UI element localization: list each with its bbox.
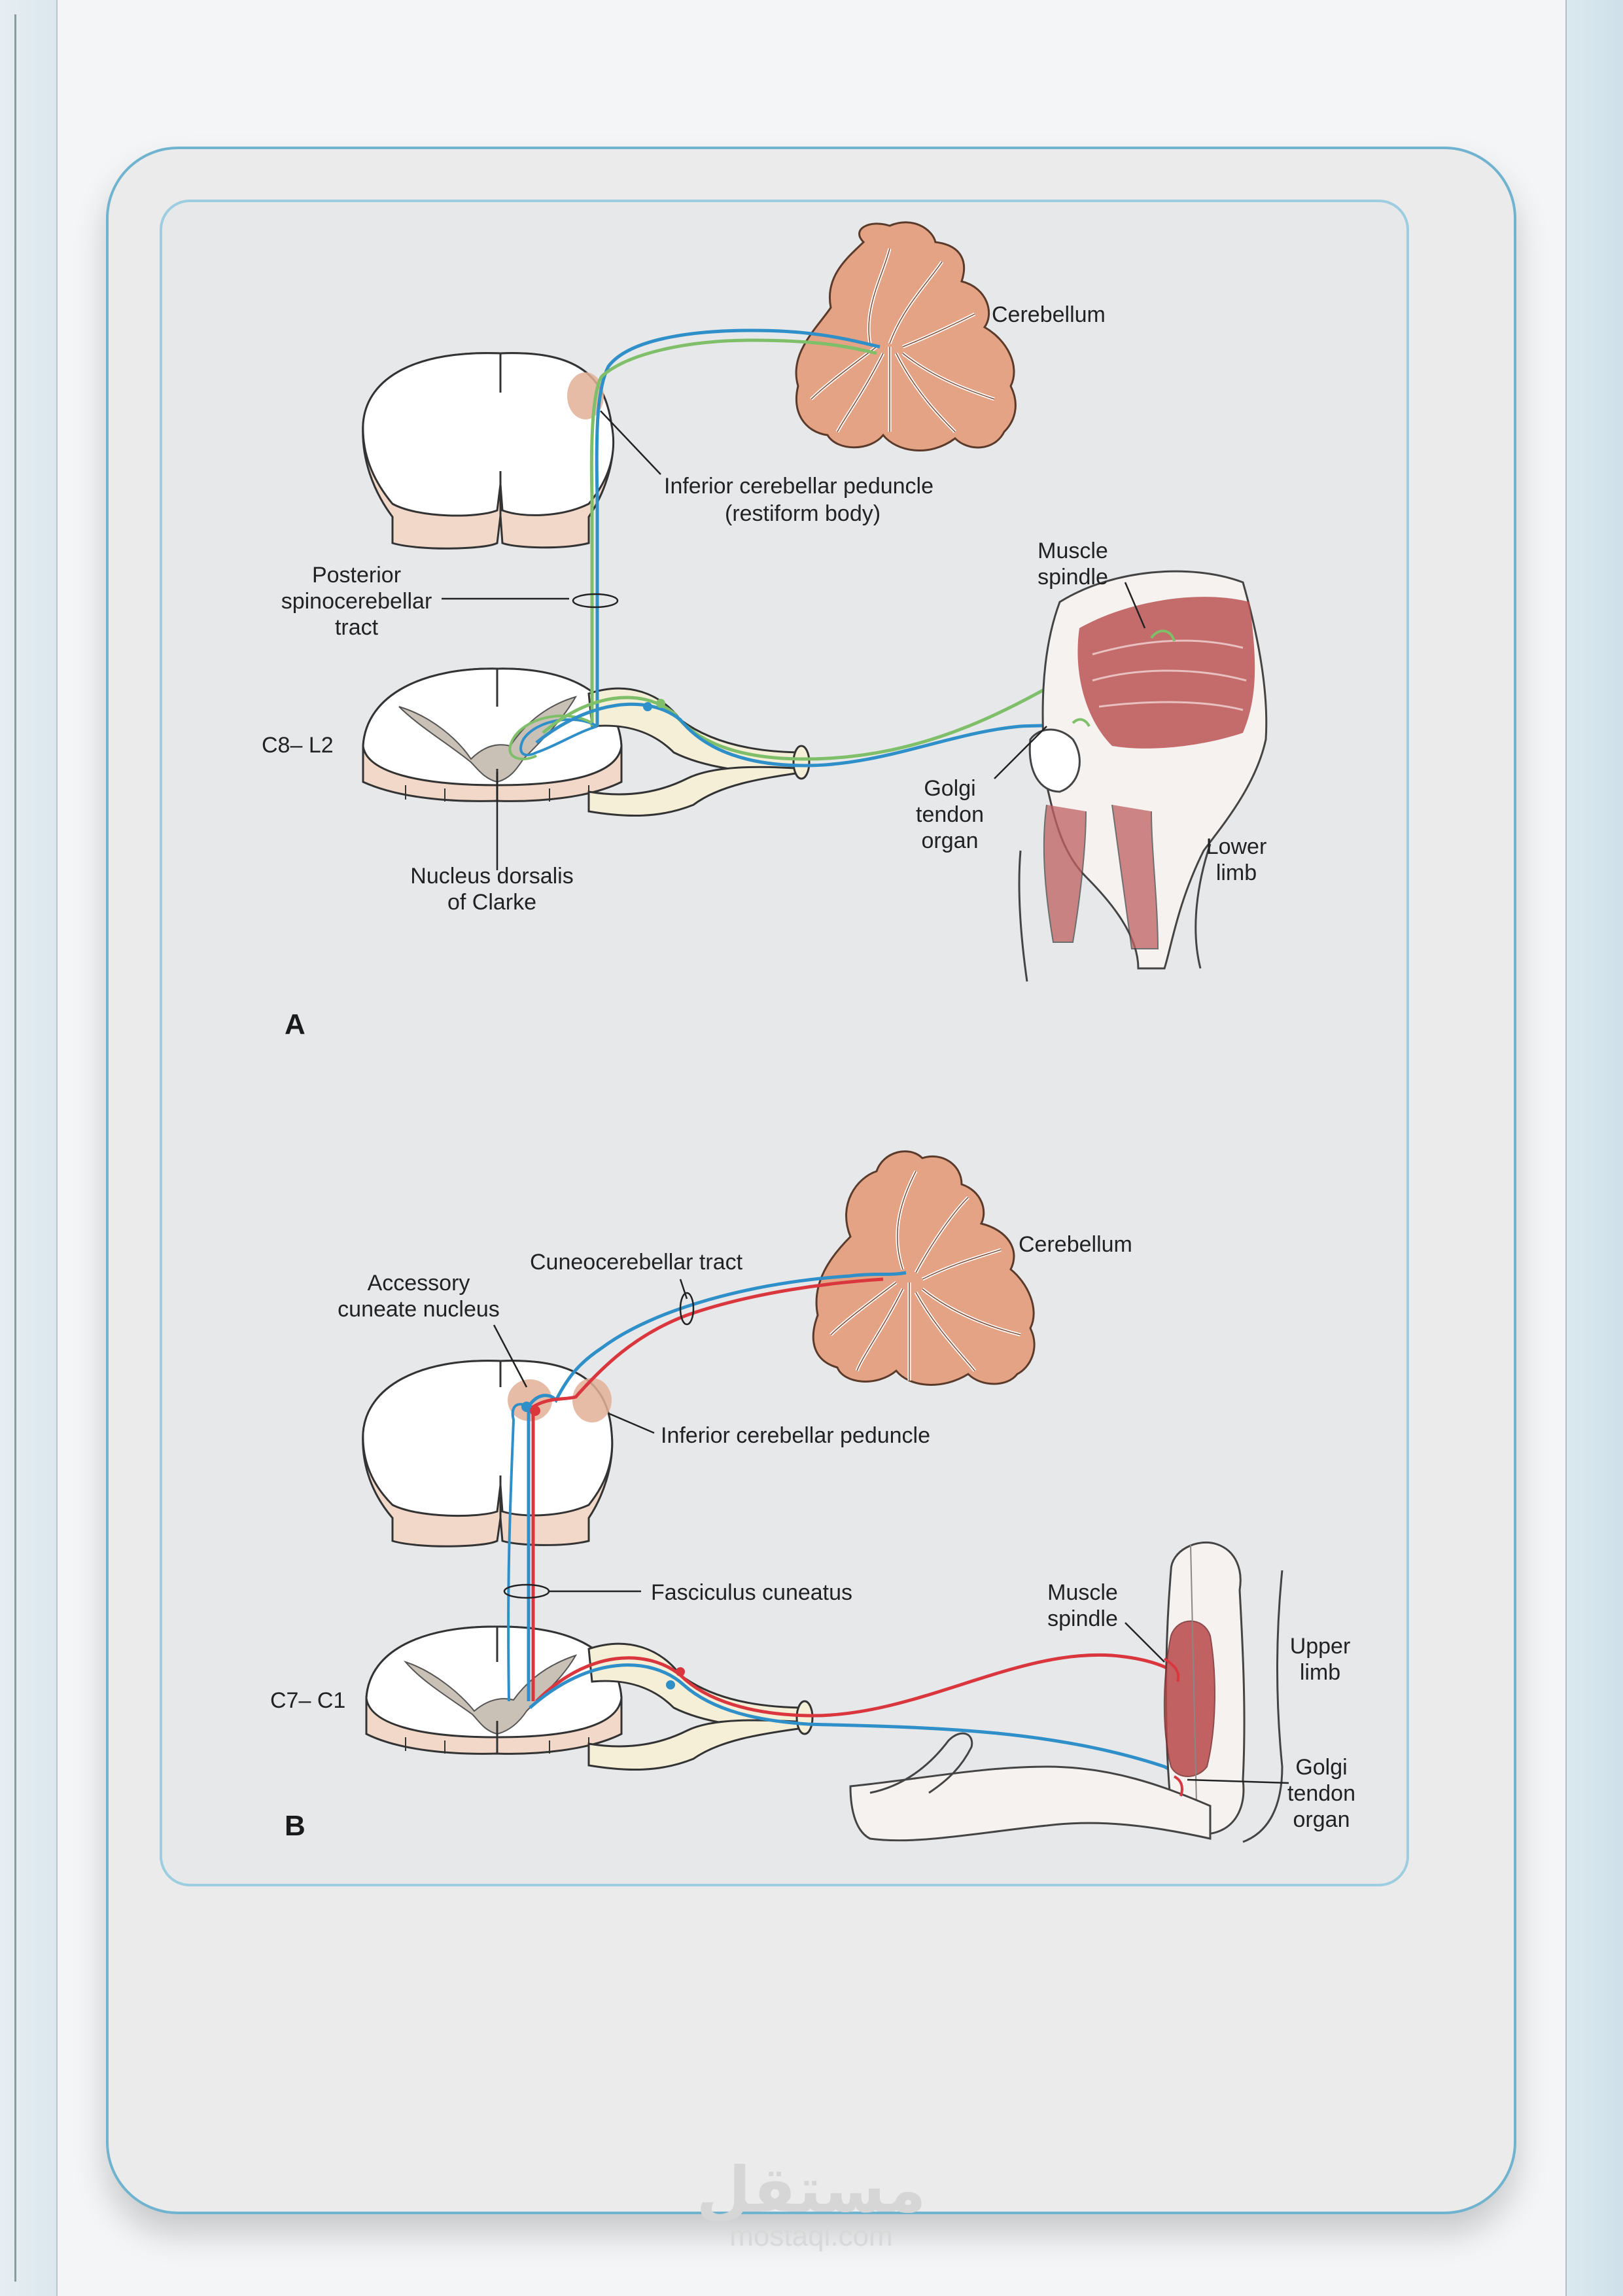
panel-label-a: A [285, 1008, 305, 1040]
spindle-label-a-line2: spindle [1038, 565, 1108, 590]
nucleus-label-line2: of Clarke [447, 890, 536, 915]
panel-b: Cerebellum Cuneocerebellar tract Accesso… [270, 1150, 1355, 1843]
spindle-label-a-line1: Muscle [1038, 539, 1108, 563]
tract-label-line3: tract [335, 615, 379, 640]
fibers-panel-b [507, 1271, 1183, 1787]
level-label-a: C8– L2 [262, 733, 334, 758]
panel-a: Cerebellum Inferior cerebellar peduncle … [262, 221, 1268, 1040]
watermark-arabic: مستقل [696, 2153, 926, 2227]
golgi-label-b-line3: organ [1293, 1807, 1350, 1832]
nucleus-label-line1: Nucleus dorsalis [410, 864, 573, 889]
golgi-label-a-line1: Golgi [924, 776, 975, 801]
left-page-strip [0, 0, 58, 2296]
cerebellum-label-b: Cerebellum [1019, 1232, 1132, 1257]
watermark-latin: mostaql.com [729, 2220, 892, 2252]
tract-label-line1: Posterior [312, 563, 401, 588]
cerebellum-a [795, 221, 1017, 451]
golgi-label-b-line1: Golgi [1295, 1755, 1347, 1780]
spindle-label-b-line2: spindle [1047, 1606, 1118, 1631]
page-edge-line [14, 14, 16, 2282]
spinal-cord-section-a [362, 667, 811, 817]
medulla-section-b [362, 1360, 614, 1547]
limb-label-a-line2: limb [1216, 860, 1257, 885]
limb-label-b-line1: Upper [1290, 1634, 1351, 1659]
limb-label-a-line1: Lower [1206, 834, 1267, 859]
cerebellum-label-a: Cerebellum [992, 302, 1106, 327]
spindle-label-b-line1: Muscle [1047, 1580, 1118, 1605]
right-page-strip [1565, 0, 1623, 2296]
peduncle-label-a-line2: (restiform body) [725, 501, 881, 526]
panel-label-b: B [285, 1810, 305, 1842]
leader-lines-b [493, 1279, 1289, 1784]
level-label-b: C7– C1 [270, 1688, 345, 1713]
medulla-section-a [362, 352, 615, 550]
peduncle-label-b: Inferior cerebellar peduncle [661, 1423, 930, 1448]
upper-limb-illustration [849, 1541, 1283, 1843]
lower-limb-illustration [1018, 570, 1268, 982]
tract-label-line2: spinocerebellar [281, 589, 432, 614]
spinal-cord-section-b [365, 1625, 814, 1771]
accessory-label-line2: cuneate nucleus [338, 1297, 500, 1322]
leader-lines-a [442, 410, 1146, 870]
fasciculus-label: Fasciculus cuneatus [651, 1580, 852, 1605]
golgi-label-a-line3: organ [922, 828, 979, 853]
cuneocerebellar-tract-label: Cuneocerebellar tract [530, 1250, 743, 1275]
peduncle-label-a-line1: Inferior cerebellar peduncle [664, 474, 934, 499]
golgi-label-a-line2: tendon [916, 802, 984, 827]
golgi-label-b-line2: tendon [1287, 1781, 1355, 1806]
watermark: مستقل mostaql.com [696, 2153, 926, 2252]
limb-label-b-line2: limb [1300, 1660, 1340, 1685]
cerebellum-b [812, 1150, 1036, 1386]
accessory-label-line1: Accessory [368, 1271, 470, 1296]
